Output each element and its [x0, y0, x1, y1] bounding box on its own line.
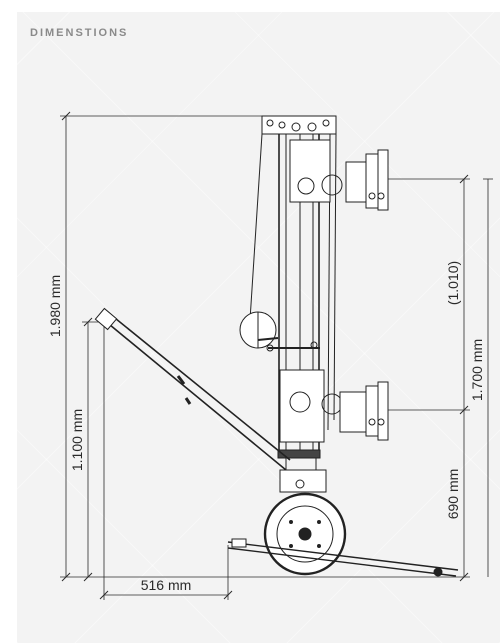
upper-pad-height-label: (1.010) [445, 261, 461, 305]
base-width-label: 516 mm [141, 577, 192, 593]
dimension-lines [60, 115, 493, 600]
total-height-label: 1.980 mm [47, 275, 63, 337]
dimension-ticks [61, 111, 469, 600]
lower-pad-height-label: 690 mm [445, 469, 461, 520]
mid-height-label: 1.700 mm [469, 339, 485, 401]
arm-height-label: 1.100 mm [69, 409, 85, 471]
lifter-drawing [94, 115, 459, 577]
section-title: DIMENSTIONS [30, 27, 129, 39]
